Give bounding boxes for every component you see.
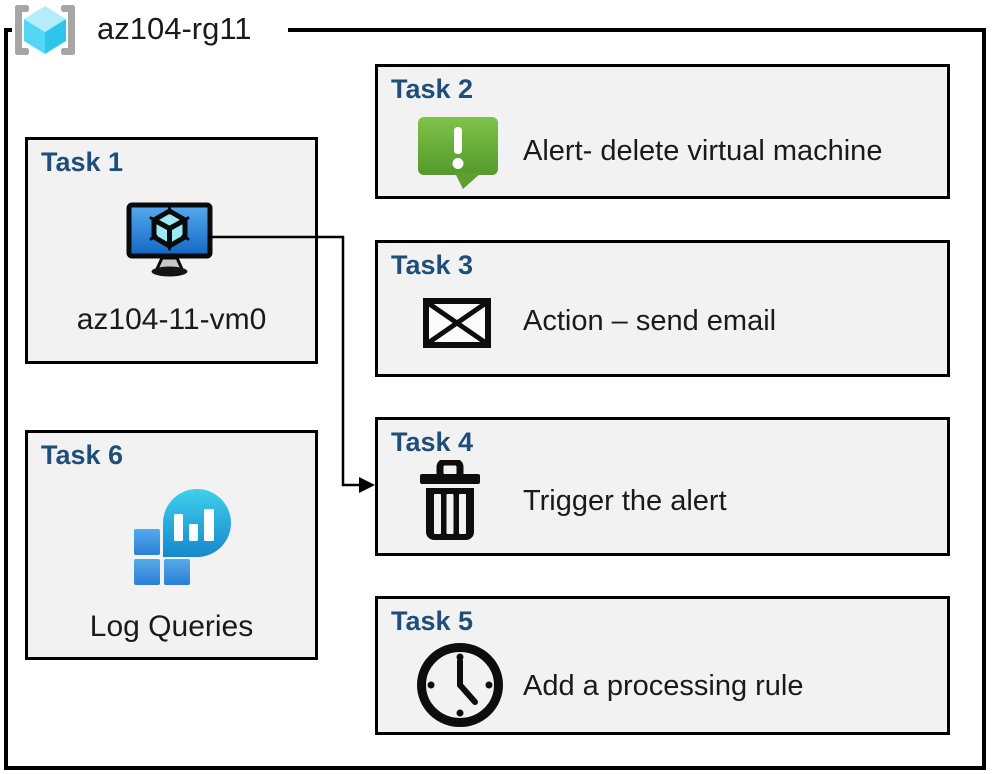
task6-box: Task 6 Log Queries [25, 430, 318, 660]
task5-title: Task 5 [391, 606, 474, 636]
task2-title: Task 2 [391, 74, 474, 104]
task3-label: Action – send email [523, 305, 777, 337]
task5-box: Task 5 Add a processing rule [375, 596, 950, 735]
virtual-machine-icon [126, 202, 213, 277]
task5-label: Add a processing rule [523, 670, 804, 702]
task3-title: Task 3 [391, 250, 474, 280]
clock-icon [417, 643, 503, 727]
task1-label: az104-11-vm0 [76, 303, 267, 336]
task1-title: Task 1 [41, 147, 124, 177]
log-queries-icon [134, 489, 231, 585]
resource-group-icon [15, 5, 75, 55]
frame-title-gap [12, 24, 288, 36]
email-envelope-icon [423, 298, 491, 348]
task1-box: Task 1 [25, 137, 318, 364]
task6-label: Log Queries [89, 610, 254, 643]
task2-label: Alert- delete virtual machine [523, 135, 883, 167]
task4-label: Trigger the alert [523, 485, 727, 517]
trash-delete-icon [420, 460, 480, 540]
task6-title: Task 6 [41, 440, 124, 470]
alert-message-icon [418, 117, 498, 189]
task2-box: Task 2 Alert- delete virtual machine [375, 64, 950, 199]
task3-box: Task 3 Action – send email [375, 240, 950, 377]
resource-group-title: az104-rg11 [97, 11, 252, 46]
task4-title: Task 4 [391, 427, 474, 457]
task4-box: Task 4 Trigger the alert [375, 417, 950, 556]
